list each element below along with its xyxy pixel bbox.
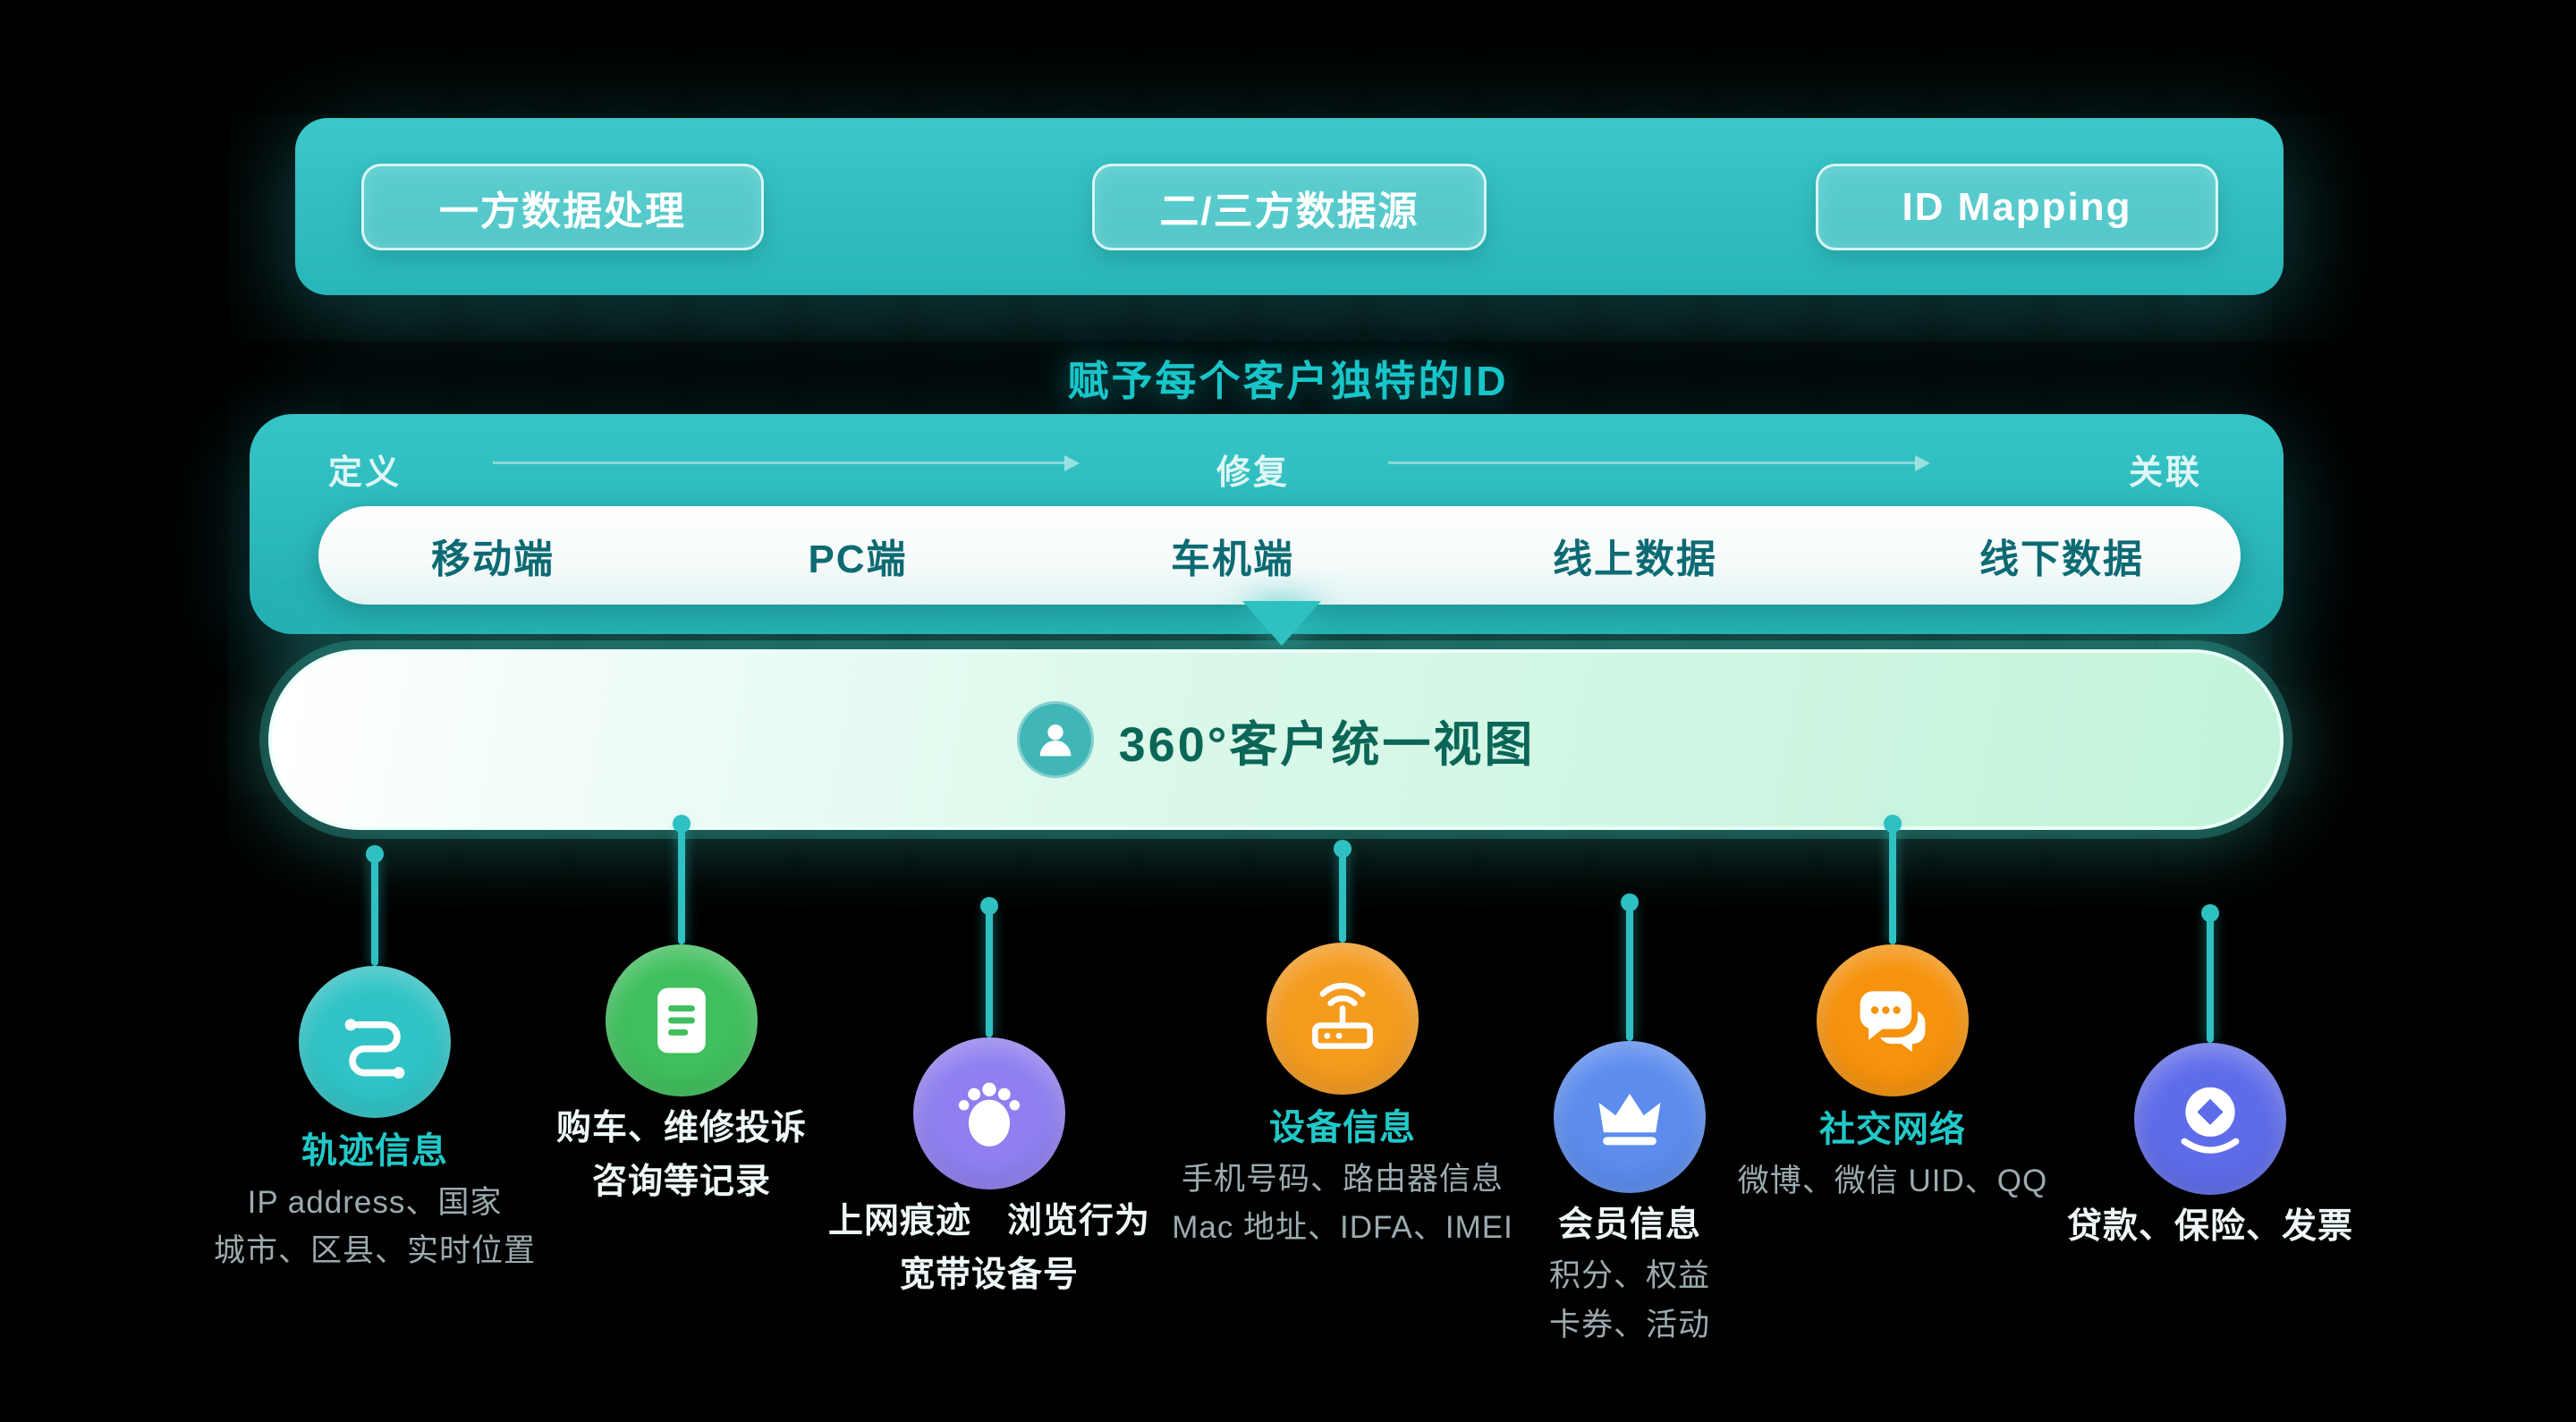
source-title: 宽带设备号 bbox=[899, 1256, 1079, 1295]
connector-line bbox=[2207, 910, 2214, 1043]
chat-icon bbox=[1860, 991, 1926, 1053]
document-icon bbox=[657, 987, 706, 1054]
footprint-icon bbox=[958, 1082, 1021, 1147]
step-repair: 修复 bbox=[1216, 454, 1291, 492]
source-desc: 城市、区县、实时位置 bbox=[213, 1233, 536, 1269]
connector-line bbox=[371, 851, 378, 966]
source-social: 社交网络 微博、微信 UID、QQ bbox=[1678, 821, 2107, 1206]
step-associate: 关联 bbox=[2128, 454, 2203, 492]
source-title: 社交网络 bbox=[1818, 1110, 1966, 1149]
source-labels: 社交网络 微博、微信 UID、QQ bbox=[1738, 1102, 2047, 1206]
first-party-data-pill: 一方数据处理 bbox=[361, 164, 764, 250]
source-desc: IP address、国家 bbox=[247, 1185, 503, 1220]
down-arrow-icon bbox=[1242, 601, 1321, 646]
source-title: 会员信息 bbox=[1557, 1206, 1701, 1244]
browsing-circle bbox=[858, 982, 1121, 1245]
data-layers-banner: 一方数据处理 二/三方数据源 ID Mapping bbox=[295, 118, 2284, 295]
channel-mobile: 移动端 bbox=[431, 537, 555, 581]
source-desc: 卡券、活动 bbox=[1548, 1307, 1710, 1342]
source-title: 上网痕迹 浏览行为 bbox=[827, 1202, 1150, 1240]
connector-line bbox=[1626, 900, 1633, 1041]
crown-icon bbox=[1598, 1093, 1661, 1146]
channel-car: 车机端 bbox=[1171, 537, 1294, 581]
source-labels: 上网痕迹 浏览行为 宽带设备号 bbox=[828, 1195, 1150, 1303]
source-purchase-records: 购车、维修投诉 咨询等记录 bbox=[467, 821, 896, 1210]
step-define: 定义 bbox=[327, 454, 402, 492]
unified-view-bar: 360°客户统一视图 bbox=[268, 649, 2284, 830]
source-labels: 贷款、保险、发票 bbox=[2067, 1200, 2353, 1254]
channel-online-data: 线上数据 bbox=[1553, 537, 1717, 581]
source-labels: 设备信息 手机号码、路由器信息 Mac 地址、IDFA、IMEI bbox=[1172, 1100, 1513, 1253]
device-circle bbox=[1211, 887, 1474, 1150]
source-desc: 手机号码、路由器信息 bbox=[1181, 1162, 1504, 1197]
id-mapping-pill: ID Mapping bbox=[1816, 164, 2218, 250]
source-title: 贷款、保险、发票 bbox=[2066, 1207, 2353, 1246]
route-icon bbox=[344, 1019, 405, 1079]
source-title: 设备信息 bbox=[1269, 1108, 1416, 1147]
second-third-party-data-pill: 二/三方数据源 bbox=[1092, 164, 1487, 250]
trajectory-circle bbox=[243, 910, 506, 1173]
source-labels: 会员信息 积分、权益 卡券、活动 bbox=[1549, 1198, 1710, 1350]
source-trajectory: 轨迹信息 IP address、国家 城市、区县、实时位置 bbox=[160, 851, 589, 1276]
connector-line bbox=[1889, 821, 1896, 944]
unified-view-label: 360°客户统一视图 bbox=[1118, 717, 1536, 772]
source-title: 咨询等记录 bbox=[591, 1163, 771, 1202]
person-icon bbox=[1039, 724, 1072, 757]
avatar bbox=[1016, 701, 1094, 778]
headline: 赋予每个客户独特的ID bbox=[1067, 358, 1509, 404]
router-icon bbox=[1312, 983, 1373, 1049]
social-circle bbox=[1761, 889, 2024, 1152]
channel-bar: 移动端 PC端 车机端 线上数据 线下数据 bbox=[318, 506, 2241, 605]
source-browsing: 上网痕迹 浏览行为 宽带设备号 bbox=[775, 903, 1204, 1303]
source-labels: 轨迹信息 IP address、国家 城市、区县、实时位置 bbox=[214, 1123, 536, 1276]
source-desc: Mac 地址、IDFA、IMEI bbox=[1172, 1210, 1513, 1246]
id-process-band: 定义 修复 关联 移动端 PC端 车机端 线上数据 线下数据 bbox=[250, 414, 2284, 634]
source-device-info: 设备信息 手机号码、路由器信息 Mac 地址、IDFA、IMEI bbox=[1128, 846, 1557, 1253]
source-desc: 积分、权益 bbox=[1548, 1258, 1710, 1294]
flow-arrow-icon bbox=[1388, 454, 1930, 471]
source-finance: 贷款、保险、发票 bbox=[1996, 910, 2425, 1254]
source-membership: 会员信息 积分、权益 卡券、活动 bbox=[1415, 900, 1844, 1350]
connector-line bbox=[678, 821, 685, 944]
source-title: 购车、维修投诉 bbox=[555, 1109, 807, 1147]
source-desc: 微博、微信 UID、QQ bbox=[1737, 1164, 2048, 1198]
finance-circle bbox=[2079, 987, 2342, 1250]
channel-offline-data: 线下数据 bbox=[1979, 537, 2144, 581]
records-circle bbox=[550, 889, 813, 1152]
connector-line bbox=[986, 903, 993, 1037]
gem-icon bbox=[2181, 1087, 2240, 1154]
flow-arrow-icon bbox=[493, 454, 1080, 471]
connector-line bbox=[1339, 846, 1346, 943]
source-labels: 购车、维修投诉 咨询等记录 bbox=[556, 1102, 807, 1210]
source-title: 轨迹信息 bbox=[301, 1131, 448, 1171]
channel-pc: PC端 bbox=[808, 537, 908, 581]
